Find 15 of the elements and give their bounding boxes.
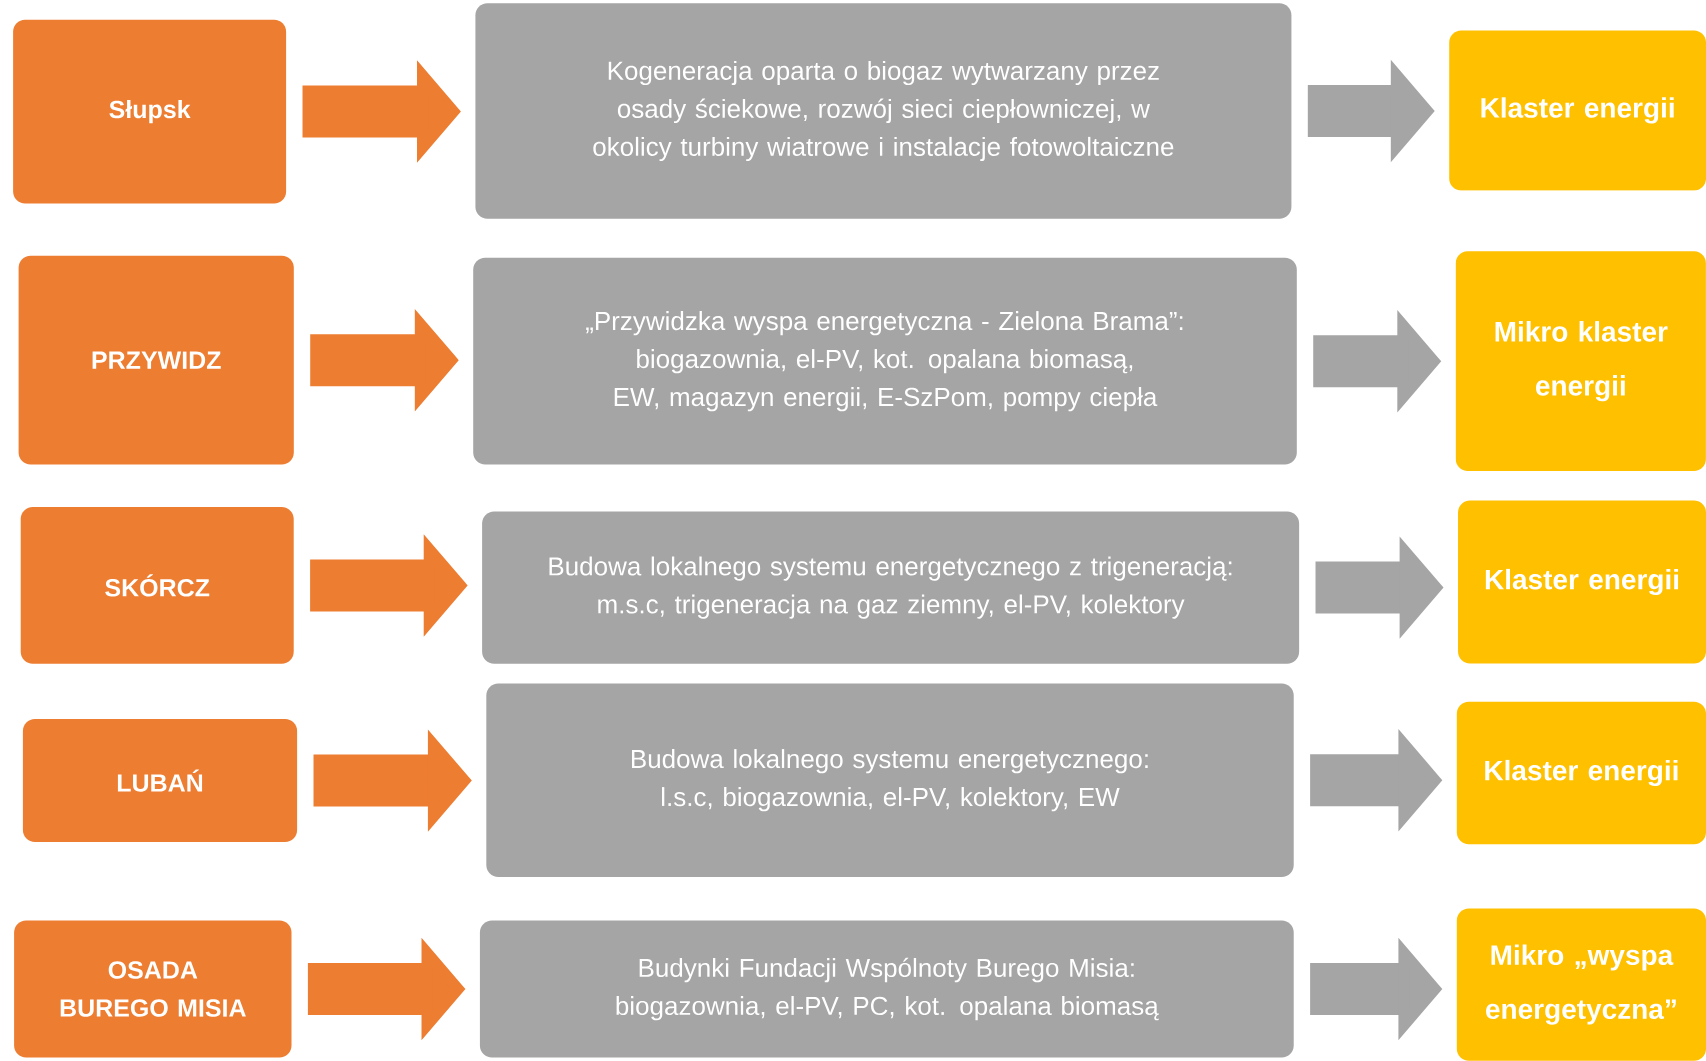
place-box: OSADA BUREGO MISIA [14, 920, 292, 1058]
description-box: Budynki Fundacji Wspólnoty Burego Misia: biogazownia, el-PV, PC, kot. opalana biomasą [479, 920, 1294, 1058]
place-box: PRZYWIDZ [18, 255, 294, 465]
result-box: Klaster energii [1458, 500, 1706, 664]
description-box: Budowa lokalnego systemu energetycznego z trigeneracją: m.s.c, trigeneracja na gaz ziemny, el-PV, kolektory [482, 511, 1300, 664]
result-box: Mikro klaster energii [1455, 251, 1706, 472]
result-box: Mikro „wyspa energetyczna” [1456, 908, 1706, 1061]
description-box: Budowa lokalnego systemu energetycznego: l.s.c, biogazownia, el-PV, kolektory, EW [486, 683, 1294, 877]
result-box: Klaster energii [1449, 30, 1706, 191]
place-box: SKÓRCZ [20, 507, 294, 664]
description-box: Kogeneracja oparta o biogaz wytwarzany przez osady ściekowe, rozwój sieci ciepłowniczej, w okolicy turbiny wiatrowe i instalacje fotowoltaiczne [475, 3, 1292, 219]
place-box: Słupsk [13, 19, 287, 204]
description-box: „Przywidzka wyspa energetyczna - Zielona Brama”: biogazownia, el-PV, kot. opalana biomasą, EW, magazyn energii, E-SzPom, pompy ciepła [473, 257, 1297, 465]
place-box: LUBAŃ [22, 719, 298, 843]
result-box: Klaster energii [1456, 701, 1706, 845]
